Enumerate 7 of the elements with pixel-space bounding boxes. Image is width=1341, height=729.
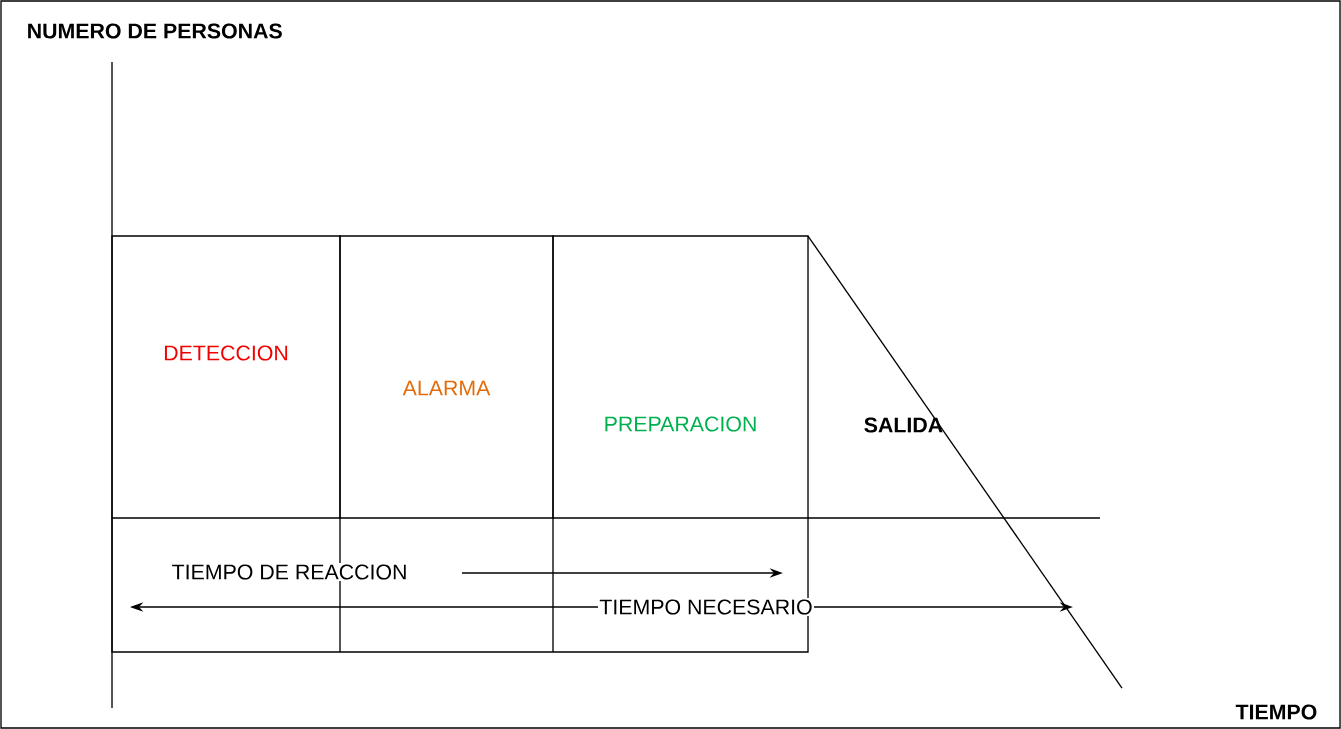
axis-label: TIEMPO [1235, 704, 1317, 720]
phase-box: PREPARACION [552, 235, 809, 519]
phase-box: ALARMA [339, 235, 554, 519]
dimension-label: TIEMPO NECESARIO [598, 598, 815, 616]
axis-label: NUMERO DE PERSONAS [28, 23, 282, 39]
dimension-label: TIEMPO DE REACCION [170, 563, 409, 581]
phase-box: DETECCION [111, 235, 341, 519]
